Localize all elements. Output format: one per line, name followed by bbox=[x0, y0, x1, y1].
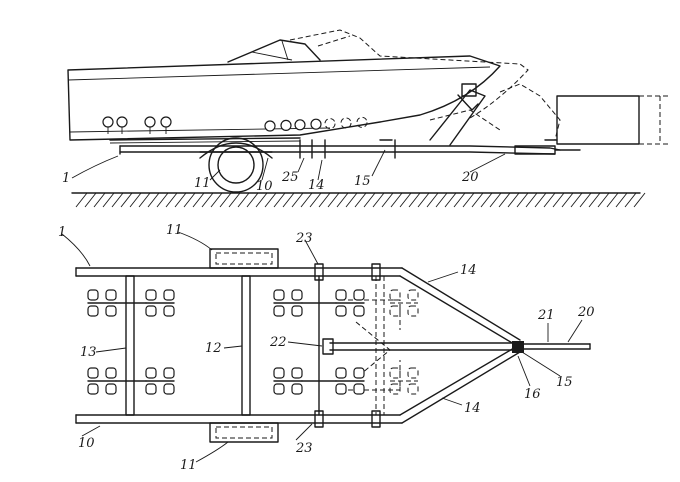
roller-cluster bbox=[389, 367, 419, 395]
roller-cluster bbox=[145, 367, 175, 395]
roller-side bbox=[144, 116, 156, 128]
roller-side bbox=[102, 116, 114, 128]
roller-cluster bbox=[87, 367, 117, 395]
label-22: 22 bbox=[269, 335, 287, 350]
label-1-plan: 1 bbox=[58, 225, 66, 240]
roller-side bbox=[280, 119, 292, 132]
roller-cluster bbox=[273, 289, 303, 317]
ground-hatching bbox=[71, 192, 646, 208]
roller-cluster bbox=[335, 289, 365, 317]
plan-frame bbox=[75, 263, 591, 428]
label-14-plan-bottom: 14 bbox=[464, 401, 481, 416]
label-11-side: 11 bbox=[194, 176, 211, 191]
label-14-side: 14 bbox=[308, 178, 325, 193]
label-20-side: 20 bbox=[461, 170, 479, 185]
label-21: 21 bbox=[537, 308, 555, 323]
label-23-bottom: 23 bbox=[295, 441, 313, 456]
label-1-side: 1 bbox=[62, 171, 70, 186]
roller-cluster bbox=[273, 367, 303, 395]
label-11-plan-bottom: 11 bbox=[180, 458, 197, 473]
hull-rollers-side bbox=[102, 116, 368, 134]
roller-cluster bbox=[335, 367, 365, 395]
plan-view: 1 11 23 14 21 20 13 12 22 16 15 14 10 23… bbox=[58, 223, 595, 473]
plan-roller-clusters bbox=[87, 289, 419, 395]
label-14-plan-top: 14 bbox=[460, 263, 477, 278]
boat-hull bbox=[67, 29, 529, 141]
roller-side bbox=[324, 118, 336, 130]
roller-side bbox=[264, 120, 276, 132]
roller-side bbox=[310, 118, 322, 130]
roller-side bbox=[294, 119, 306, 131]
trailer-frame-side bbox=[109, 83, 581, 159]
roller-side bbox=[116, 116, 128, 128]
tow-vehicle bbox=[544, 95, 668, 145]
roller-cluster bbox=[87, 289, 117, 317]
label-13: 13 bbox=[80, 345, 97, 360]
trailer-wheel bbox=[199, 137, 273, 193]
roller-cluster bbox=[389, 289, 419, 317]
label-25: 25 bbox=[281, 170, 299, 185]
label-16: 16 bbox=[524, 387, 541, 402]
label-20-plan: 20 bbox=[577, 305, 595, 320]
roller-side bbox=[160, 116, 172, 128]
label-10-side: 10 bbox=[256, 179, 273, 194]
label-12: 12 bbox=[205, 341, 222, 356]
label-10-plan: 10 bbox=[78, 436, 95, 451]
roller-side bbox=[340, 117, 352, 129]
label-15-side: 15 bbox=[354, 174, 371, 189]
label-15-plan: 15 bbox=[556, 375, 573, 390]
label-23-top: 23 bbox=[295, 231, 313, 246]
plan-wheels bbox=[209, 248, 279, 443]
roller-cluster bbox=[145, 289, 175, 317]
label-11-plan-top: 11 bbox=[166, 223, 183, 238]
roller-side bbox=[356, 116, 368, 128]
side-elevation-view: 1 11 10 25 14 15 20 bbox=[62, 29, 668, 208]
